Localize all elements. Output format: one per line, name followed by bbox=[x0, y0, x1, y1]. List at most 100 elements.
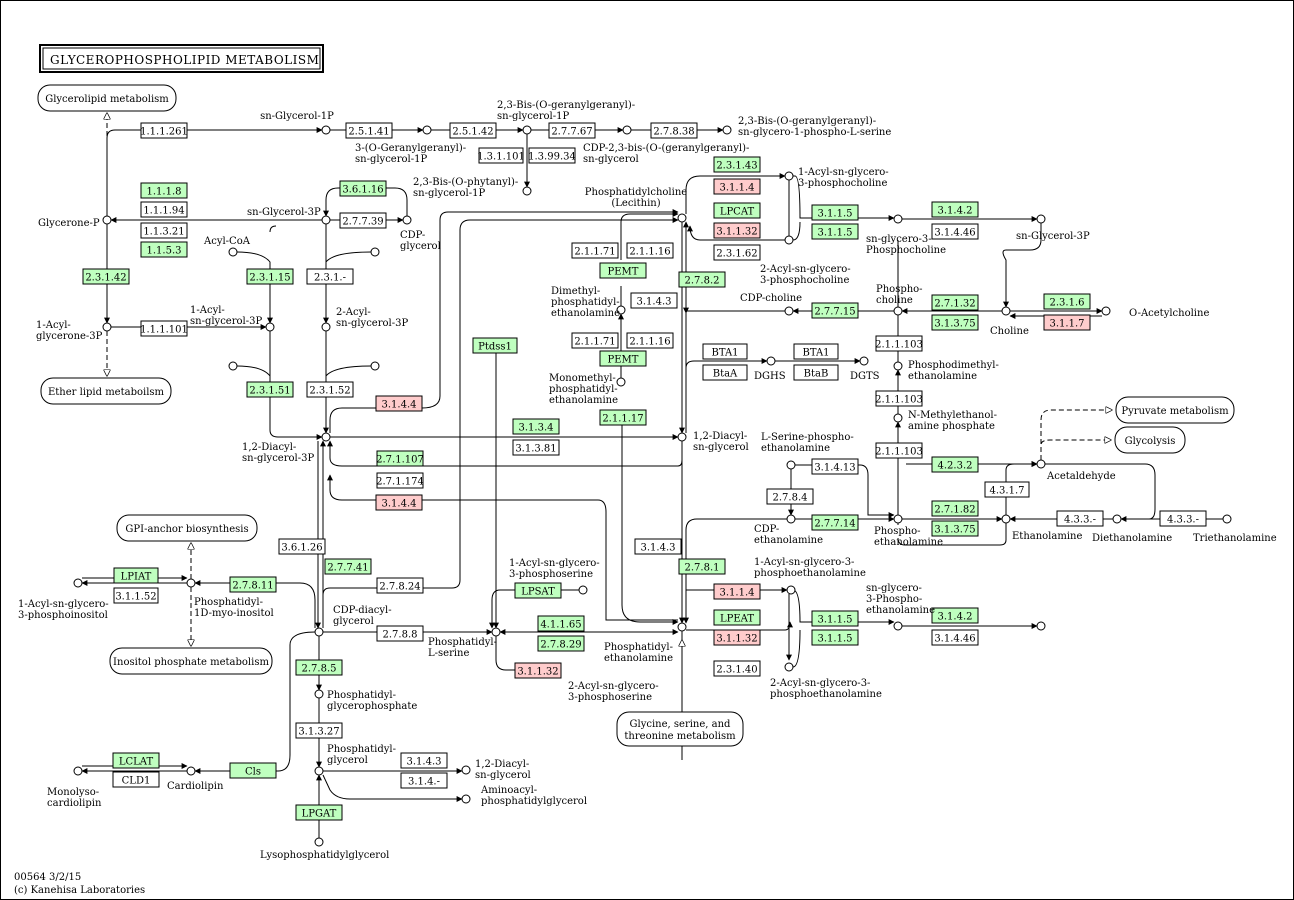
compound-node[interactable] bbox=[1001, 514, 1011, 524]
enzyme-2-7-1-82[interactable]: 2.7.1.82 bbox=[931, 500, 979, 517]
compound-node[interactable] bbox=[491, 627, 501, 637]
enzyme-2-7-8-38[interactable]: 2.7.8.38 bbox=[650, 122, 698, 139]
enzyme-2-1-1-16[interactable]: 2.1.1.16 bbox=[626, 332, 674, 349]
enzyme-2-7-8-4[interactable]: 2.7.8.4 bbox=[766, 488, 814, 505]
enzyme-3-1-4-4[interactable]: 3.1.4.4 bbox=[375, 494, 423, 511]
compound-node[interactable] bbox=[1036, 621, 1046, 631]
enzyme-4-3-3[interactable]: 4.3.3.- bbox=[1159, 510, 1207, 527]
enzyme-2-3-1-43[interactable]: 2.3.1.43 bbox=[713, 156, 761, 173]
enzyme-3-1-4-3[interactable]: 3.1.4.3 bbox=[630, 292, 678, 309]
enzyme-3-1-1-52[interactable]: 3.1.1.52 bbox=[113, 587, 159, 604]
enzyme-3-1-1-5[interactable]: 3.1.1.5 bbox=[811, 629, 859, 646]
enzyme-3-1-1-5[interactable]: 3.1.1.5 bbox=[811, 610, 859, 627]
enzyme-lclat[interactable]: LCLAT bbox=[112, 752, 160, 769]
enzyme-2-3-1-42[interactable]: 2.3.1.42 bbox=[82, 268, 130, 285]
enzyme-2-1-1-17[interactable]: 2.1.1.17 bbox=[599, 409, 647, 426]
compound-node[interactable] bbox=[766, 356, 776, 366]
compound-node[interactable] bbox=[859, 356, 869, 366]
compound-node[interactable] bbox=[321, 215, 331, 225]
enzyme-1-3-99-34[interactable]: 1.3.99.34 bbox=[528, 147, 576, 164]
compound-node[interactable] bbox=[784, 662, 794, 672]
enzyme-2-7-1-174[interactable]: 2.7.1.174 bbox=[376, 472, 424, 489]
enzyme-2-1-1-71[interactable]: 2.1.1.71 bbox=[571, 242, 619, 259]
compound-node[interactable] bbox=[722, 125, 732, 135]
compound-node[interactable] bbox=[893, 621, 903, 631]
enzyme-3-1-3-81[interactable]: 3.1.3.81 bbox=[512, 439, 560, 456]
enzyme-3-1-1-4[interactable]: 3.1.1.4 bbox=[713, 583, 761, 600]
compound-node[interactable] bbox=[73, 578, 83, 588]
enzyme-2-7-8-2[interactable]: 2.7.8.2 bbox=[678, 271, 726, 288]
compound-node[interactable] bbox=[1036, 459, 1046, 469]
enzyme-2-1-1-103[interactable]: 2.1.1.103 bbox=[875, 335, 923, 352]
enzyme-2-3-1-40[interactable]: 2.3.1.40 bbox=[713, 660, 761, 677]
compound-node[interactable] bbox=[522, 125, 532, 135]
enzyme-3-1-4[interactable]: 3.1.4.- bbox=[400, 772, 448, 789]
enzyme-lpcat[interactable]: LPCAT bbox=[713, 202, 761, 219]
enzyme-cls[interactable]: Cls bbox=[229, 762, 277, 779]
compound-node[interactable] bbox=[784, 171, 794, 181]
enzyme-3-1-1-7[interactable]: 3.1.1.7 bbox=[1043, 314, 1091, 331]
enzyme-1-1-1-94[interactable]: 1.1.1.94 bbox=[140, 201, 188, 218]
compound-node[interactable] bbox=[677, 432, 687, 442]
enzyme-2-3-1-52[interactable]: 2.3.1.52 bbox=[306, 381, 354, 398]
enzyme-2-3-1-6[interactable]: 2.3.1.6 bbox=[1043, 293, 1091, 310]
enzyme-2-7-8-29[interactable]: 2.7.8.29 bbox=[537, 635, 585, 652]
enzyme-bta1[interactable]: BTA1 bbox=[702, 343, 748, 360]
enzyme-2-3-1-62[interactable]: 2.3.1.62 bbox=[713, 244, 761, 261]
compound-node[interactable] bbox=[461, 794, 471, 804]
enzyme-3-1-3-27[interactable]: 3.1.3.27 bbox=[295, 722, 343, 739]
compound-node[interactable] bbox=[314, 689, 324, 699]
enzyme-pemt[interactable]: PEMT bbox=[599, 350, 647, 367]
compound-node[interactable] bbox=[228, 247, 238, 257]
enzyme-1-1-5-3[interactable]: 1.1.5.3 bbox=[140, 241, 188, 258]
compound-node[interactable] bbox=[186, 578, 196, 588]
compound-node[interactable] bbox=[893, 214, 903, 224]
compound-node[interactable] bbox=[893, 413, 903, 423]
enzyme-1-1-1-101[interactable]: 1.1.1.101 bbox=[140, 320, 188, 337]
enzyme-2-7-8-1[interactable]: 2.7.8.1 bbox=[678, 558, 726, 575]
compound-node[interactable] bbox=[1036, 214, 1046, 224]
map-gpi-anchor-biosynthesis[interactable]: GPI-anchor biosynthesis bbox=[116, 514, 258, 542]
enzyme-4-2-3-2[interactable]: 4.2.3.2 bbox=[931, 456, 979, 473]
enzyme-2-3-1[interactable]: 2.3.1.- bbox=[306, 268, 354, 285]
compound-node[interactable] bbox=[461, 765, 471, 775]
enzyme-2-3-1-15[interactable]: 2.3.1.15 bbox=[246, 268, 294, 285]
enzyme-3-1-3-75[interactable]: 3.1.3.75 bbox=[931, 314, 979, 331]
compound-node[interactable] bbox=[1112, 514, 1122, 524]
enzyme-1-1-3-21[interactable]: 1.1.3.21 bbox=[140, 222, 188, 239]
compound-node[interactable] bbox=[370, 247, 380, 257]
enzyme-btab[interactable]: BtaB bbox=[793, 364, 839, 381]
enzyme-2-7-8-8[interactable]: 2.7.8.8 bbox=[376, 625, 424, 642]
enzyme-2-1-1-103[interactable]: 2.1.1.103 bbox=[875, 442, 923, 459]
enzyme-2-7-7-14[interactable]: 2.7.7.14 bbox=[811, 514, 859, 531]
enzyme-2-1-1-103[interactable]: 2.1.1.103 bbox=[875, 390, 923, 407]
compound-node[interactable] bbox=[616, 377, 626, 387]
enzyme-btaa[interactable]: BtaA bbox=[702, 364, 748, 381]
compound-node[interactable] bbox=[370, 361, 380, 371]
enzyme-3-1-1-5[interactable]: 3.1.1.5 bbox=[811, 204, 859, 221]
enzyme-3-1-4-4[interactable]: 3.1.4.4 bbox=[375, 395, 423, 412]
compound-node[interactable] bbox=[102, 215, 112, 225]
enzyme-2-7-8-5[interactable]: 2.7.8.5 bbox=[295, 659, 343, 676]
map-glycerolipid-metabolism[interactable]: Glycerolipid metabolism bbox=[37, 84, 177, 112]
compound-node[interactable] bbox=[677, 622, 687, 632]
enzyme-3-1-1-5[interactable]: 3.1.1.5 bbox=[811, 223, 859, 240]
enzyme-3-1-4-46[interactable]: 3.1.4.46 bbox=[931, 629, 979, 646]
enzyme-1-1-1-8[interactable]: 1.1.1.8 bbox=[140, 182, 188, 199]
compound-node[interactable] bbox=[314, 837, 324, 847]
compound-node[interactable] bbox=[622, 125, 632, 135]
compound-node[interactable] bbox=[786, 585, 796, 595]
enzyme-3-6-1-26[interactable]: 3.6.1.26 bbox=[278, 538, 326, 555]
enzyme-2-7-8-24[interactable]: 2.7.8.24 bbox=[376, 577, 424, 594]
enzyme-2-1-1-71[interactable]: 2.1.1.71 bbox=[571, 332, 619, 349]
enzyme-lpsat[interactable]: LPSAT bbox=[514, 582, 562, 599]
enzyme-3-1-4-3[interactable]: 3.1.4.3 bbox=[400, 752, 448, 769]
enzyme-2-7-7-15[interactable]: 2.7.7.15 bbox=[811, 302, 859, 319]
enzyme-3-1-4-13[interactable]: 3.1.4.13 bbox=[811, 458, 859, 475]
enzyme-3-1-1-4[interactable]: 3.1.1.4 bbox=[713, 178, 761, 195]
compound-node[interactable] bbox=[786, 514, 796, 524]
compound-node[interactable] bbox=[265, 322, 275, 332]
enzyme-lpiat[interactable]: LPIAT bbox=[113, 567, 159, 584]
enzyme-4-3-1-7[interactable]: 4.3.1.7 bbox=[984, 481, 1030, 498]
